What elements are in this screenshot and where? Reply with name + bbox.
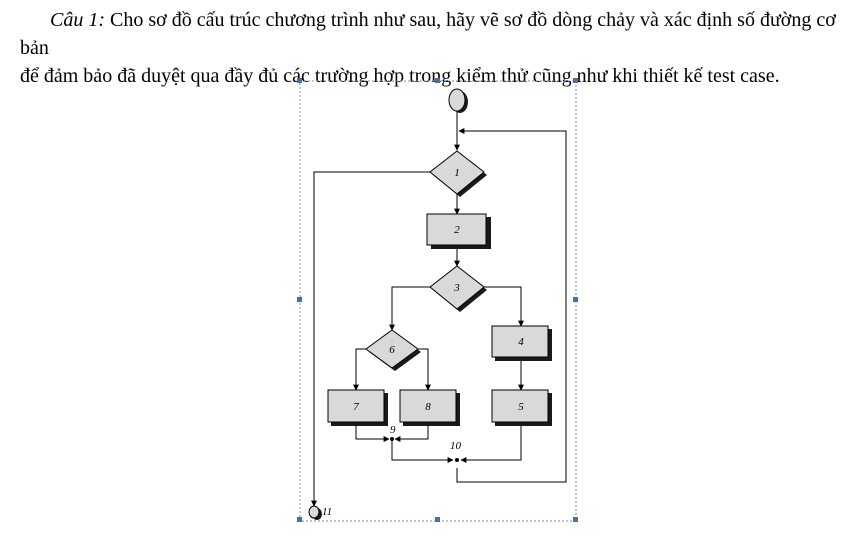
node-label-4: 4 [518,336,524,348]
decision-node-6: 6 [365,329,421,371]
question-line-2: để đảm bảo đã duyệt qua đầy đủ các trườn… [20,65,780,87]
question-line-1: Cho sơ đồ cấu trúc chương trình như sau,… [20,9,836,59]
flow-edges [311,112,567,507]
process-node-5: 5 [491,389,552,426]
question-text: Câu 1: Cho sơ đồ cấu trúc chương trình n… [20,6,850,90]
start-node [448,88,468,113]
selection-frame [299,80,577,522]
process-node-8: 8 [399,389,460,426]
node-label-2: 2 [454,224,460,236]
decision-node-1: 1 [429,150,487,197]
junction-node-9: 9 [390,424,396,441]
junction-node-10: 10 [450,440,462,462]
node-label-10: 10 [450,440,462,452]
resize-handles[interactable] [297,78,578,522]
process-node-7: 7 [327,389,388,426]
process-node-2: 2 [426,213,491,249]
node-label-6: 6 [389,344,395,356]
node-label-5: 5 [518,401,524,413]
node-label-11: 11 [322,506,332,518]
node-label-1: 1 [454,167,460,179]
question-label: Câu 1: [50,9,105,31]
node-label-9: 9 [390,424,396,436]
process-node-4: 4 [491,325,552,361]
decision-node-3: 3 [429,265,487,312]
node-label-7: 7 [353,401,359,413]
node-label-8: 8 [425,401,431,413]
end-node-11: 11 [308,505,332,520]
node-label-3: 3 [453,282,460,294]
